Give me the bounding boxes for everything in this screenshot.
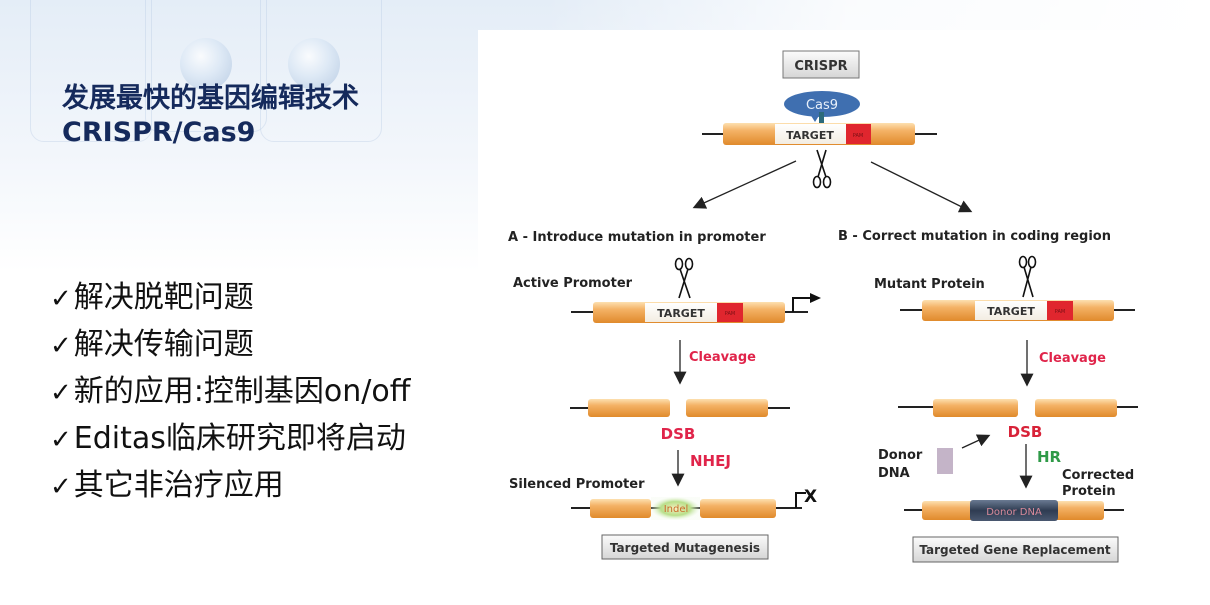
bullet-list: ✓解决脱靶问题 ✓解决传输问题 ✓新的应用:控制基因on/off ✓Editas… [50,275,410,510]
branch-a-gene: TARGET PAM [571,302,808,323]
branch-b-heading: B - Correct mutation in coding region [838,229,1111,244]
silenced-promoter-label: Silenced Promoter [509,477,645,492]
bullet-item: ✓新的应用:控制基因on/off [50,369,410,416]
branch-b-dsb-label: DSB [1008,423,1043,441]
bullet-item: ✓Editas临床研究即将启动 [50,416,410,463]
branch-a-dsb-gene [570,398,790,418]
top-pam-label: PAM [853,133,863,139]
cas9-label: Cas9 [806,98,838,113]
donor-dna-fragment [937,448,953,474]
top-gene: TARGET PAM [702,123,937,145]
checkmark-icon: ✓ [50,284,72,314]
targeted-gene-replacement-label: Targeted Gene Replacement [919,543,1110,557]
branch-b-gene: TARGET PAM [900,300,1135,321]
donor-dna-label-line1: Donor [878,448,923,463]
bullet-text: 新的应用:控制基因on/off [73,374,411,409]
checkmark-icon: ✓ [50,425,72,455]
arrow-to-branch-b [870,161,973,213]
bullet-text: Editas临床研究即将启动 [73,421,406,456]
checkmark-icon: ✓ [50,378,72,408]
corrected-protein-label-line2: Protein [1062,484,1116,499]
corrected-protein-label-line1: Corrected [1062,468,1134,483]
targeted-gene-replacement-box: Targeted Gene Replacement [912,536,1119,563]
title-chinese: 发展最快的基因编辑技术 [62,83,359,114]
crispr-box-label: CRISPR [794,59,847,74]
blocked-x-mark: X [804,487,817,507]
crispr-box: CRISPR [782,50,860,79]
branch-a-dsb-label: DSB [661,425,696,443]
scissors-icon [1018,255,1037,298]
branch-a-target-label: TARGET [657,307,705,320]
active-promoter-label: Active Promoter [513,276,633,291]
donor-dna-label-line2: DNA [878,466,910,481]
blocked-promoter-icon: X [795,487,817,508]
arrow-donor-to-dsb [961,434,991,449]
branch-a-cleavage-label: Cleavage [689,350,756,365]
checkmark-icon: ✓ [50,331,72,361]
hr-label: HR [1037,448,1062,466]
targeted-mutagenesis-label: Targeted Mutagenesis [610,541,760,555]
bullet-text: 解决脱靶问题 [73,280,254,315]
scissors-icon [812,149,832,189]
branch-a-heading: A - Introduce mutation in promoter [508,230,766,245]
nhej-label: NHEJ [690,452,731,470]
branch-b-result-gene: Donor DNA [904,500,1124,521]
indel-label: Indel [664,504,689,515]
bullet-text: 解决传输问题 [73,327,254,362]
slide-title: 发展最快的基因编辑技术 CRISPR/Cas9 [62,82,359,150]
branch-b-dsb-gene [898,398,1138,418]
title-english: CRISPR/Cas9 [62,117,256,148]
bullet-item: ✓其它非治疗应用 [50,463,410,510]
bullet-item: ✓解决脱靶问题 [50,275,410,322]
top-target-label: TARGET [786,129,834,142]
branch-b-target-label: TARGET [987,305,1035,318]
donor-insert-label: Donor DNA [986,507,1042,518]
mutant-protein-label: Mutant Protein [874,277,985,292]
scissors-icon [674,257,694,299]
arrow-to-branch-a [692,160,797,209]
targeted-mutagenesis-box: Targeted Mutagenesis [601,534,769,560]
cas9-protein: Cas9 [784,91,860,126]
active-promoter-arrow-icon [792,293,821,312]
branch-a-result-gene: Indel [571,497,802,520]
bullet-text: 其它非治疗应用 [73,468,284,503]
branch-b-cleavage-label: Cleavage [1039,351,1106,366]
checkmark-icon: ✓ [50,472,72,502]
bullet-item: ✓解决传输问题 [50,322,410,369]
branch-b-pam-label: PAM [1055,309,1065,315]
branch-a-pam-label: PAM [725,311,735,317]
